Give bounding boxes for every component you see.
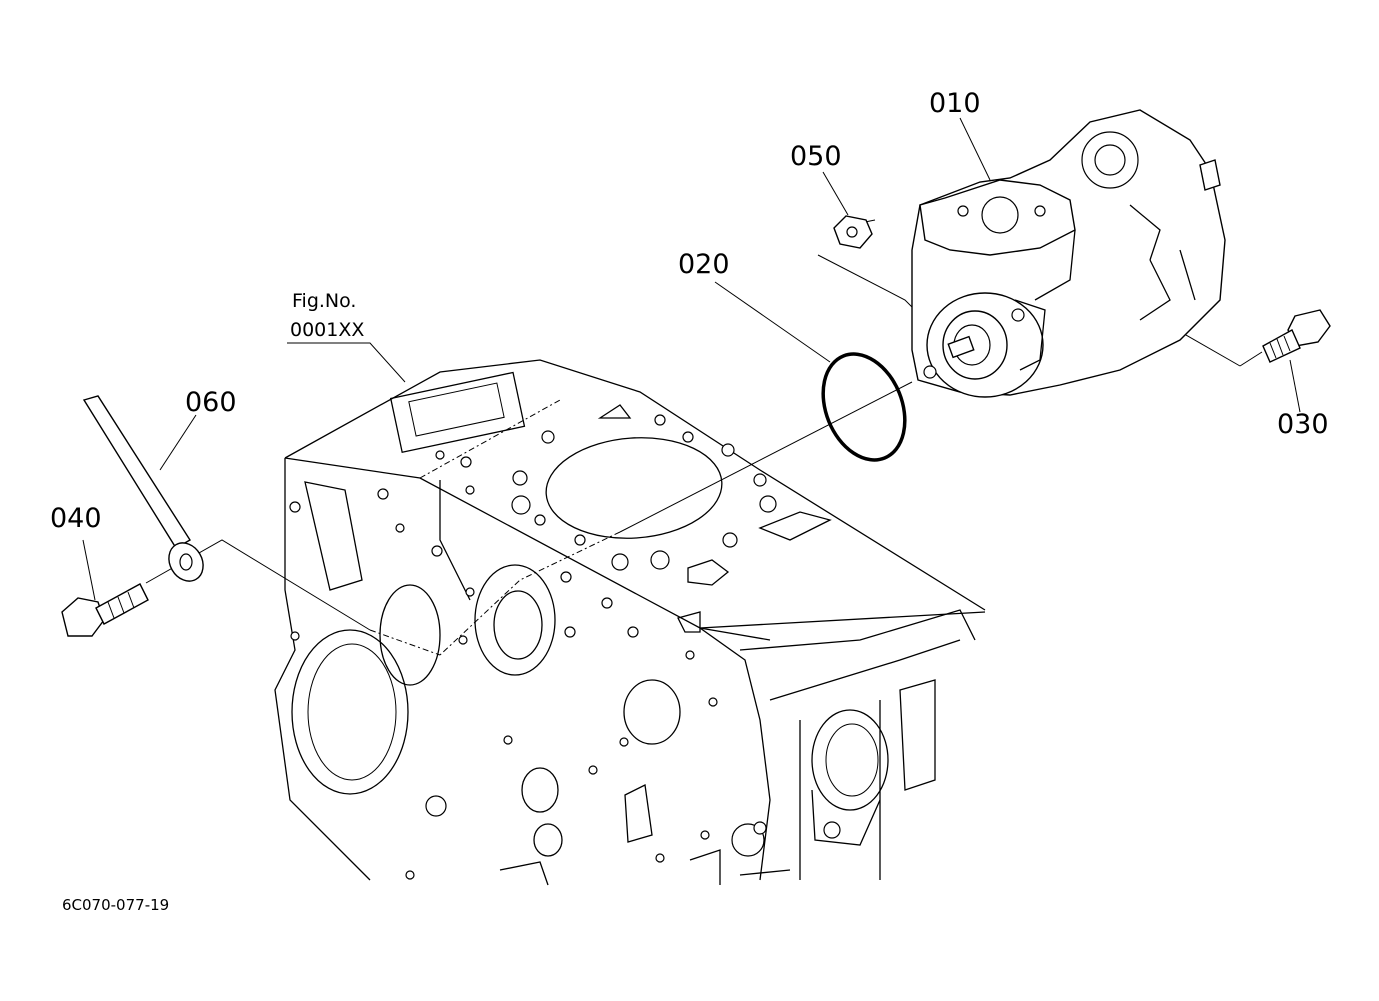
callout-050[interactable]: 050 (790, 141, 842, 172)
fig-label-title: Fig.No. (292, 290, 356, 312)
bolt-icon (1262, 309, 1331, 363)
bolt-icon (61, 583, 149, 637)
callout-leaders (82, 117, 1301, 601)
dipstick-icon (82, 395, 204, 582)
callout-010[interactable]: 010 (929, 88, 981, 119)
nut-icon (833, 215, 873, 249)
fig-label-number[interactable]: 0001XX (290, 319, 364, 341)
engine-block-drawing (274, 359, 986, 886)
hydraulic-pump-icon (911, 109, 1226, 398)
callout-060[interactable]: 060 (185, 387, 237, 418)
o-ring-icon (821, 352, 907, 462)
callout-040[interactable]: 040 (50, 503, 102, 534)
callout-020[interactable]: 020 (678, 249, 730, 280)
drawing-code: 6C070-077-19 (62, 896, 169, 914)
callout-030[interactable]: 030 (1277, 409, 1329, 440)
